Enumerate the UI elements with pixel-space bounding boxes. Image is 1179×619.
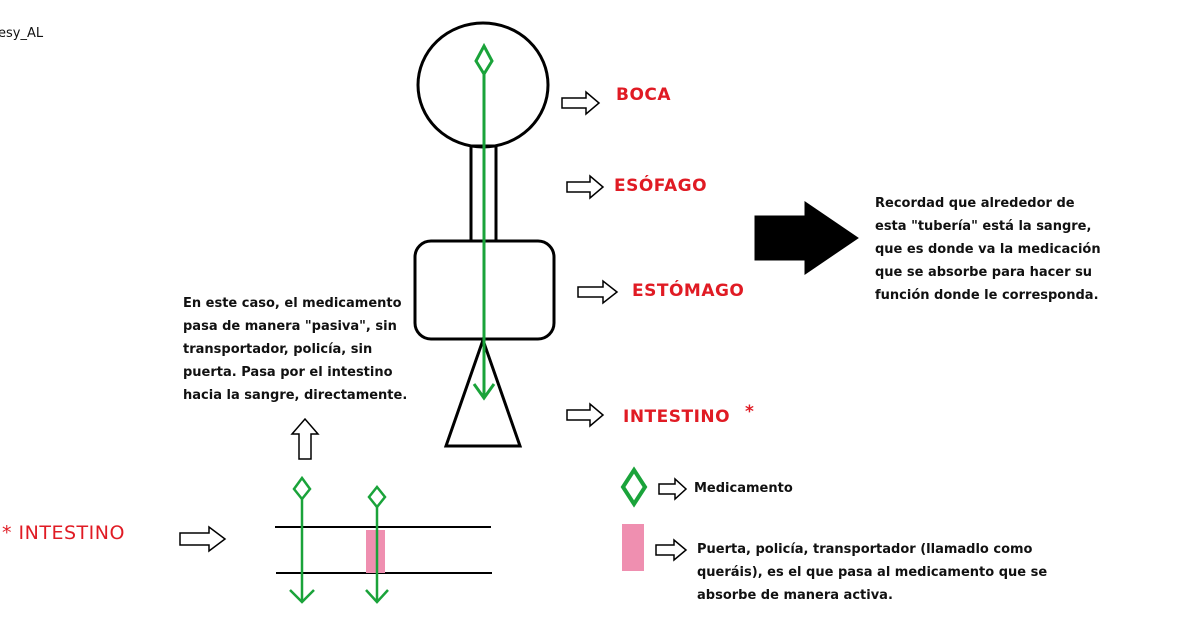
arrow-boca-icon xyxy=(561,90,601,116)
big-black-arrow-icon xyxy=(754,201,859,275)
arrow-legend-door-icon xyxy=(655,538,688,562)
legend-drug-diamond-icon xyxy=(620,466,648,508)
note-pasiva: En este caso, el medicamento pasa de man… xyxy=(183,292,407,407)
transporter-door xyxy=(366,530,385,573)
legend-puerta: Puerta, policía, transportador (llamadlo… xyxy=(697,538,1047,607)
label-estomago: ESTÓMAGO xyxy=(632,281,745,301)
label-arrows xyxy=(179,90,688,562)
arrow-legend-drug-icon xyxy=(658,477,688,501)
intestine-triangle xyxy=(443,335,523,448)
note-sangre-line: función donde le corresponda. xyxy=(875,288,1099,303)
arrow-intestino-icon xyxy=(566,402,605,428)
note-sangre: Recordad que alrededor de esta "tubería"… xyxy=(875,192,1101,307)
legend-puerta-line: absorbe de manera activa. xyxy=(697,588,893,603)
active-drug-diamond-icon xyxy=(367,484,387,510)
passive-drug-diamond-icon xyxy=(292,475,312,502)
arrow-estomago-icon xyxy=(577,279,619,305)
drug-diamond-icon xyxy=(474,42,494,77)
arrow-up-icon xyxy=(290,417,320,460)
note-sangre-line: esta "tubería" está la sangre, xyxy=(875,219,1092,234)
legend-puerta-line: queráis), es el que pasa al medicamento … xyxy=(697,565,1048,580)
label-intestino-mark: * xyxy=(745,402,755,422)
note-pasiva-line: transportador, policía, sin xyxy=(183,342,373,357)
legend-puerta-line: Puerta, policía, transportador (llamadlo… xyxy=(697,542,1033,557)
label-intestino-detail: * INTESTINO xyxy=(2,522,125,544)
active-drug-arrowhead xyxy=(365,589,389,604)
passive-drug-arrowhead xyxy=(289,589,315,604)
note-pasiva-line: puerta. Pasa por el intestino xyxy=(183,365,393,380)
note-sangre-line: Recordad que alrededor de xyxy=(875,196,1075,211)
label-esofago: ESÓFAGO xyxy=(614,176,708,196)
watermark: esy_AL xyxy=(0,26,44,41)
note-sangre-line: que es donde va la medicación xyxy=(875,242,1101,257)
legend-door-swatch xyxy=(622,524,644,571)
label-boca: BOCA xyxy=(616,85,672,105)
note-pasiva-line: En este caso, el medicamento xyxy=(183,296,402,311)
drug-path-arrowhead xyxy=(472,383,496,401)
note-pasiva-line: hacia la sangre, directamente. xyxy=(183,388,408,403)
arrow-esofago-icon xyxy=(566,174,605,200)
note-pasiva-line: pasa de manera "pasiva", sin xyxy=(183,319,397,334)
legend-medicamento: Medicamento xyxy=(694,481,793,496)
arrow-detail-icon xyxy=(179,525,227,553)
note-sangre-line: que se absorbe para hacer su xyxy=(875,265,1093,280)
label-intestino: INTESTINO xyxy=(623,407,731,427)
